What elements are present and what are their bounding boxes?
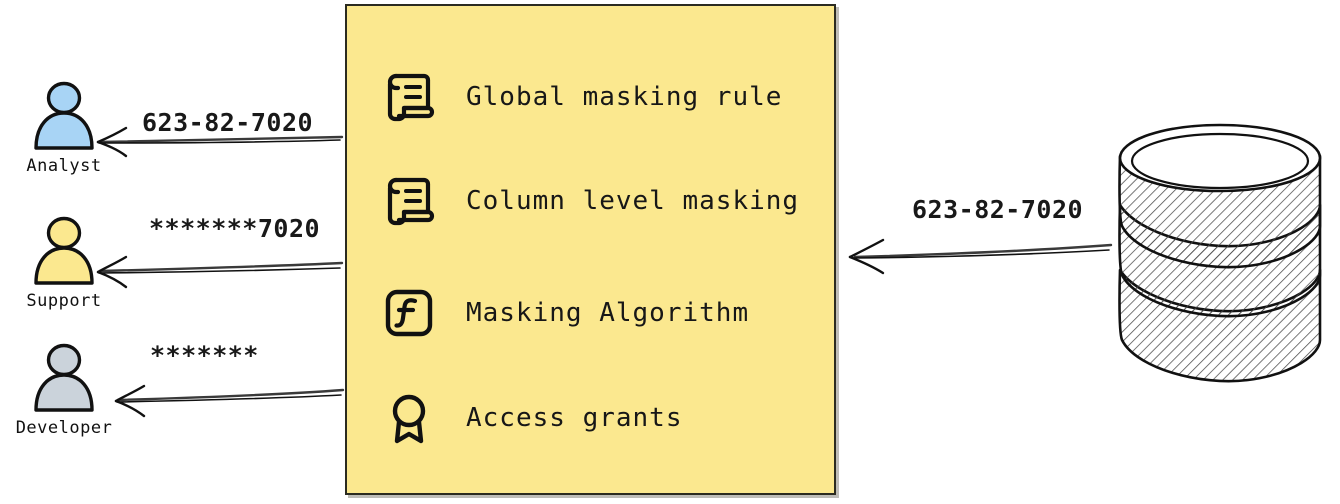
- flow-label-database: 623-82-7020: [912, 195, 1084, 224]
- award-icon: [382, 391, 436, 445]
- flow-label-analyst: 623-82-7020: [142, 108, 314, 137]
- panel-row[interactable]: Masking Algorithm: [382, 282, 749, 344]
- panel-row-label: Global masking rule: [466, 82, 783, 112]
- database-cylinder-icon: [1108, 118, 1333, 398]
- actor-label: Analyst: [26, 156, 102, 176]
- person-icon: [26, 78, 102, 154]
- actor-support: Support: [0, 213, 128, 311]
- scroll-icon: [382, 70, 436, 124]
- person-icon: [26, 213, 102, 289]
- panel-row[interactable]: Global masking rule: [382, 66, 782, 128]
- flow-label-support: *******7020: [149, 214, 321, 243]
- flow-arrow-developer: [110, 376, 345, 436]
- flow-arrow-support: [92, 248, 344, 308]
- actor-analyst: Analyst: [0, 78, 128, 176]
- panel-row-label: Masking Algorithm: [466, 298, 750, 328]
- person-icon: [26, 340, 102, 416]
- scroll-icon: [382, 174, 436, 228]
- actor-label: Developer: [15, 418, 113, 438]
- flow-label-developer: *******: [150, 341, 259, 370]
- panel-row-label: Column level masking: [466, 186, 800, 216]
- actor-developer: Developer: [0, 340, 128, 438]
- flow-arrow-database: [845, 232, 1113, 276]
- actor-label: Support: [26, 291, 102, 311]
- flow-arrow-analyst: [92, 118, 344, 178]
- function-icon: [382, 286, 436, 340]
- panel-row[interactable]: Column level masking: [382, 170, 799, 232]
- panel-row[interactable]: Access grants: [382, 387, 683, 449]
- masking-policy-panel: Global masking rule Column level masking…: [345, 4, 836, 495]
- panel-row-label: Access grants: [466, 403, 683, 433]
